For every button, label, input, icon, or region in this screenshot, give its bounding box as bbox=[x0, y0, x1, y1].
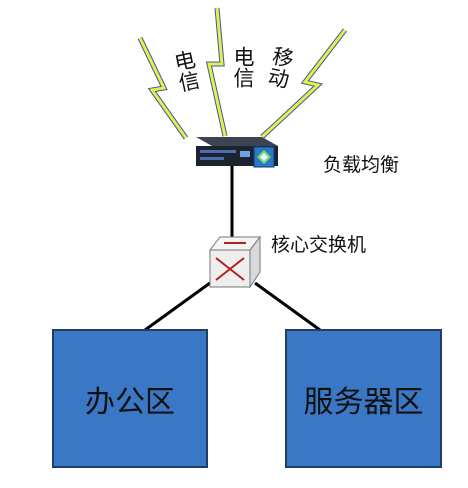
lightning-bolt-2 bbox=[205, 7, 228, 137]
link-to-office bbox=[144, 281, 211, 332]
carrier-label-telecom-2: 电信 bbox=[231, 46, 255, 88]
link-to-server bbox=[254, 281, 321, 332]
load-balancer-label: 负载均衡 bbox=[323, 154, 400, 176]
lightning-bolt-1 bbox=[137, 36, 189, 140]
lightning-bolt-3 bbox=[260, 28, 347, 139]
office-zone: 办公区 bbox=[52, 329, 208, 468]
office-zone-label: 办公区 bbox=[85, 384, 175, 420]
switch-icon bbox=[208, 235, 262, 289]
load-balancer-icon bbox=[196, 137, 278, 168]
core-switch-label: 核心交换机 bbox=[271, 234, 367, 256]
server-zone: 服务器区 bbox=[285, 329, 442, 468]
server-zone-label: 服务器区 bbox=[303, 384, 424, 420]
